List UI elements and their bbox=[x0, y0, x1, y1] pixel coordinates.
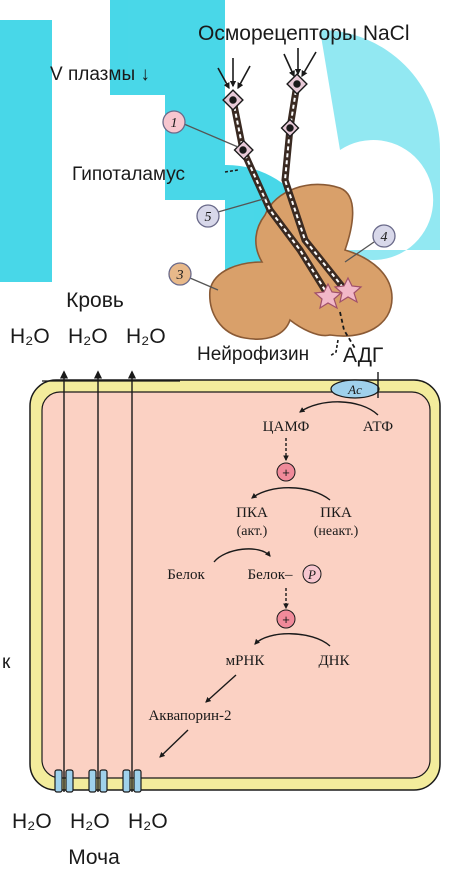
neurophysin-arrow bbox=[330, 340, 338, 356]
blood-label: Кровь bbox=[66, 289, 124, 312]
mrna-label: мРНК bbox=[226, 653, 266, 669]
urine-water-labels: H₂O H₂O H₂O bbox=[12, 810, 168, 833]
aquaporin-label: Аквапорин-2 bbox=[148, 708, 231, 724]
svg-text:1: 1 bbox=[171, 116, 178, 131]
pka-inactive-state: (неакт.) bbox=[314, 524, 359, 539]
protein-label: Белок bbox=[167, 567, 205, 583]
pka-inactive-label: ПКА bbox=[320, 505, 352, 521]
adh-label: АДГ bbox=[343, 344, 383, 367]
plasma-volume-label: V плазмы ↓ bbox=[50, 64, 150, 85]
pka-active-label: ПКА bbox=[236, 505, 268, 521]
svg-text:H₂O: H₂O bbox=[10, 325, 50, 348]
hypothalamus-label: Гипоталамус bbox=[72, 164, 185, 185]
svg-text:H₂O: H₂O bbox=[68, 325, 108, 348]
svg-text:H₂O: H₂O bbox=[126, 325, 166, 348]
cell-body bbox=[42, 392, 430, 778]
urine-label: Моча bbox=[68, 846, 120, 869]
plus-1-text: + bbox=[282, 465, 290, 480]
svg-text:H₂O: H₂O bbox=[70, 810, 110, 833]
camp-label: ЦАМФ bbox=[263, 419, 310, 435]
atp-label: АТФ bbox=[363, 419, 393, 435]
blood-water-labels: H₂O H₂O H₂O bbox=[10, 325, 166, 348]
svg-text:3: 3 bbox=[176, 268, 184, 283]
svg-text:4: 4 bbox=[381, 230, 388, 245]
phosphate-text: P bbox=[307, 567, 316, 582]
dna-label: ДНК bbox=[318, 653, 350, 669]
protein-p-label: Белок– bbox=[247, 567, 293, 583]
edge-letter: к bbox=[2, 652, 11, 673]
pka-active-state: (акт.) bbox=[237, 524, 268, 539]
svg-text:H₂O: H₂O bbox=[12, 810, 52, 833]
svg-text:H₂O: H₂O bbox=[128, 810, 168, 833]
osmoreceptors-label: Осморецепторы NaCl bbox=[198, 22, 410, 45]
ac-label: Ac bbox=[347, 382, 362, 397]
svg-text:5: 5 bbox=[205, 210, 212, 225]
neurophysin-label: Нейрофизин bbox=[197, 344, 309, 365]
plus-2-text: + bbox=[282, 612, 290, 627]
